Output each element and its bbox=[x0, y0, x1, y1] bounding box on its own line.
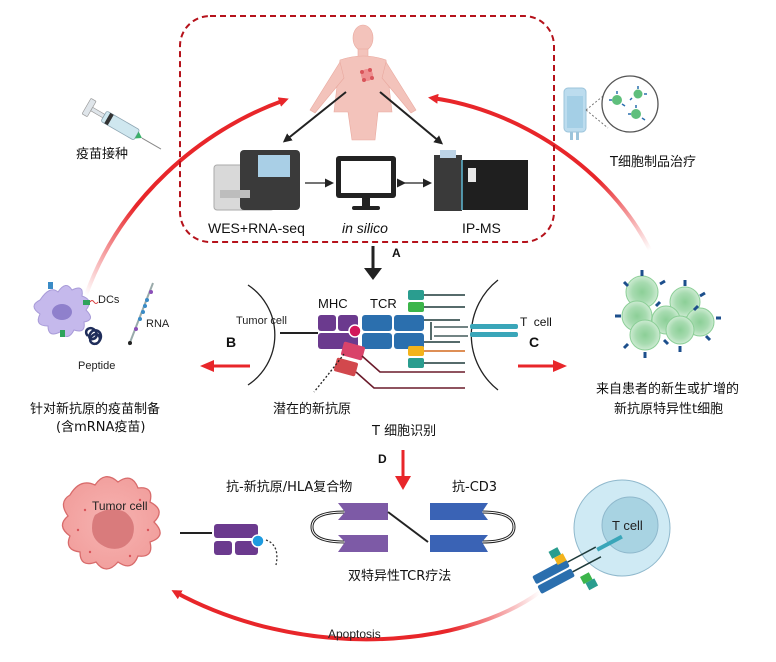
arrow-d-label: D bbox=[378, 452, 387, 466]
t-cell-recognition-caption: T 细胞识别 bbox=[372, 424, 437, 439]
tumor-cell-label: Tumor cell bbox=[236, 315, 287, 327]
anti-cd3-label: 抗-CD3 bbox=[452, 480, 498, 495]
t-cell-icon bbox=[532, 479, 671, 594]
tcell-caption-line2: 新抗原特异性t细胞 bbox=[614, 402, 724, 417]
t-cell-therapy-label: T细胞制品治疗 bbox=[610, 155, 696, 170]
bispecific-tcr-caption: 双特异性TCR疗法 bbox=[348, 569, 452, 584]
patient-figure-icon bbox=[309, 24, 417, 141]
bispecific-tcr-icon bbox=[310, 503, 516, 552]
dcs-label: DCs bbox=[98, 294, 120, 306]
t-cell-cluster-icon bbox=[615, 270, 721, 358]
peptide-label: Peptide bbox=[78, 360, 116, 372]
potential-neoantigen-label: 潜在的新抗原 bbox=[273, 402, 352, 417]
cycle-arrow-left bbox=[84, 97, 289, 296]
vaccine-caption-line2: (含mRNA疫苗) bbox=[56, 420, 146, 435]
tcell-caption-line1: 来自患者的新生或扩增的 bbox=[596, 382, 740, 397]
peptide-icon bbox=[84, 326, 103, 346]
mhc-label: MHC bbox=[318, 296, 348, 311]
step-ip-ms: IP-MS bbox=[462, 220, 501, 236]
dendritic-cell-icon bbox=[33, 282, 99, 337]
tcr-label: TCR bbox=[370, 296, 397, 311]
mass-spectrometer-icon bbox=[434, 150, 528, 211]
apoptosis-label: Apoptosis bbox=[328, 627, 381, 641]
arrow-c-label: C bbox=[529, 334, 540, 350]
tumor-cell-icon bbox=[61, 476, 161, 570]
workflow-box bbox=[179, 15, 555, 243]
syringe-icon bbox=[82, 98, 162, 150]
t-cell-label: T cell bbox=[520, 315, 552, 329]
rna-label: RNA bbox=[146, 318, 170, 330]
cycle-arrow-right bbox=[428, 93, 652, 251]
iv-bag-icon bbox=[563, 75, 659, 140]
arrow-a-label: A bbox=[392, 246, 401, 260]
vaccination-label: 疫苗接种 bbox=[76, 147, 129, 162]
bottom-t-cell-label: T cell bbox=[612, 518, 643, 533]
cycle-arrow-bottom bbox=[171, 590, 542, 642]
arrow-b-label: B bbox=[226, 334, 237, 350]
anti-neoantigen-hla-label: 抗-新抗原/HLA复合物 bbox=[226, 480, 353, 495]
rna-strand-icon bbox=[128, 282, 154, 346]
step-wes-rna-seq: WES+RNA-seq bbox=[208, 220, 305, 236]
tumor-spots-icon bbox=[360, 68, 374, 82]
computer-icon bbox=[336, 156, 396, 210]
immune-synapse-icon bbox=[247, 279, 518, 393]
mhc-neoantigen-icon bbox=[214, 524, 278, 566]
sequencer-icon bbox=[213, 150, 300, 211]
vaccine-caption-line1: 针对新抗原的疫苗制备 bbox=[30, 402, 161, 417]
bottom-tumor-cell-label: Tumor cell bbox=[92, 499, 148, 513]
step-in-silico: in silico bbox=[342, 220, 388, 236]
